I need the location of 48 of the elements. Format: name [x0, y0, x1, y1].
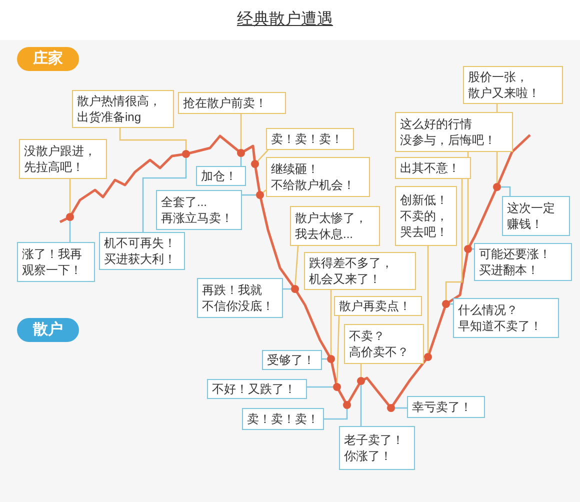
diagram-title: 经典散户遭遇: [236, 10, 334, 30]
leader-line: [324, 409, 348, 420]
speech-callout: 创新低！不卖的，哭去吧！: [395, 186, 457, 246]
speech-callout: 再跌！我就不信你没底！: [197, 278, 283, 318]
speech-callout: 老子卖了！你涨了！: [339, 426, 415, 470]
leader-line: [427, 246, 429, 353]
speech-callout: 可能还要涨！买进翻本！: [474, 243, 572, 281]
leader-line: [257, 150, 268, 162]
leader-line: [242, 194, 256, 196]
speech-callout: 抢在散户前卖！: [178, 92, 286, 114]
speech-callout: 跌得差不多了，机会又来了！: [304, 252, 416, 290]
leader-line: [294, 246, 299, 286]
leader-line: [119, 128, 187, 150]
leader-line: [360, 385, 362, 426]
leader-line: [336, 316, 340, 384]
speech-callout: 继续砸！不给散户机会！: [266, 157, 370, 197]
speech-callout: 涨了！我再观察一下！: [17, 242, 95, 282]
speech-callout: 受够了！: [262, 350, 322, 370]
speech-callout: 全套了...再涨立马卖！: [156, 190, 242, 230]
speech-callout: 这么好的行情没参与，后悔吧！: [395, 112, 513, 152]
speech-callout: 幸亏卖了！: [407, 396, 485, 418]
speech-callout: 卖！卖！卖！: [242, 408, 324, 430]
speech-callout: 卖！卖！卖！: [266, 128, 354, 150]
speech-callout: 散户热情很高，出货准备ing: [72, 90, 174, 128]
speech-callout: 散户再卖点！: [334, 296, 422, 316]
leader-line: [307, 386, 333, 388]
speech-callout: 加仓！: [196, 166, 246, 186]
speech-callout: 出其不意！: [395, 157, 471, 179]
leader-line: [360, 364, 362, 377]
leader-line: [240, 114, 242, 149]
leader-line: [69, 221, 71, 242]
leader-line: [69, 179, 71, 213]
speech-callout: 机不可再失！买进获大利！: [99, 232, 185, 270]
role-tag: 庄家: [17, 47, 79, 71]
speech-callout: 这次一定赚钱！: [502, 196, 570, 236]
role-tag: 散户: [17, 318, 79, 342]
speech-callout: 没散户跟进，先拉高吧！: [19, 139, 107, 179]
speech-callout: 不卖？高价卖不？: [344, 324, 424, 364]
leader-line: [395, 407, 407, 409]
speech-callout: 什么情况？早知道不卖了！: [453, 298, 559, 338]
leader-line: [330, 290, 332, 355]
leader-line: [501, 186, 511, 196]
speech-callout: 不好！又跌了！: [207, 379, 307, 399]
speech-callout: 股价一张，散户又来啦！: [463, 66, 563, 104]
leader-line: [142, 158, 187, 232]
leader-line: [445, 179, 463, 300]
speech-callout: 散户太惨了，我去休息...: [290, 206, 380, 246]
leader-line: [262, 190, 266, 193]
